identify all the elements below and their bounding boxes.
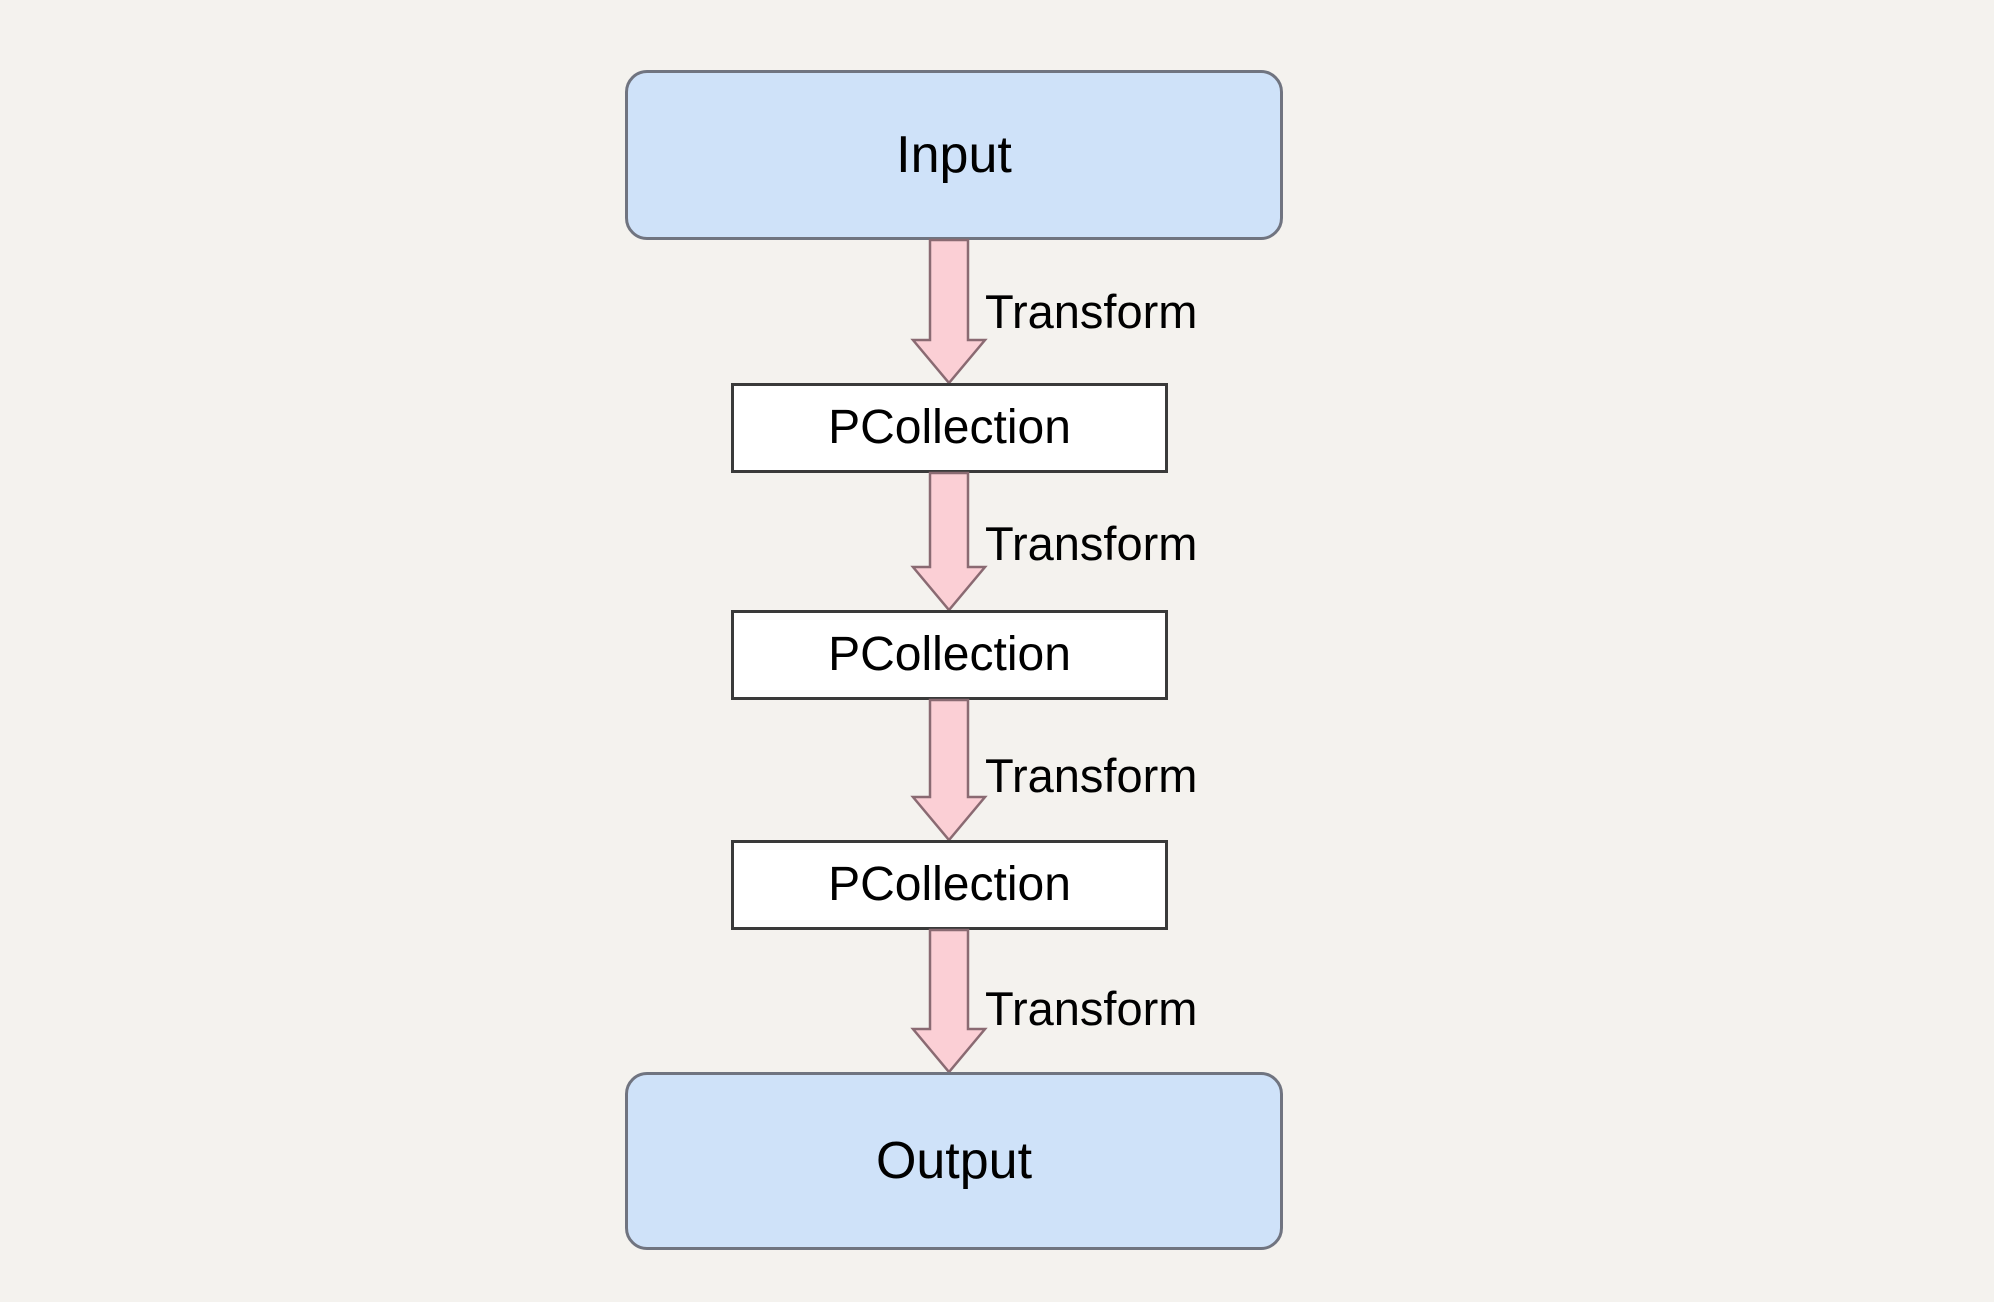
edge-label-text: Transform	[985, 982, 1198, 1035]
node-pcollection-2[interactable]: PCollection	[731, 610, 1168, 700]
edge-label-transform-2: Transform	[985, 520, 1197, 567]
edge-label-text: Transform	[985, 285, 1198, 338]
node-pcollection-3-label: PCollection	[828, 858, 1071, 911]
edge-label-transform-4: Transform	[985, 985, 1197, 1032]
edge-label-transform-3: Transform	[985, 752, 1197, 799]
node-pcollection-3[interactable]: PCollection	[731, 840, 1168, 930]
node-pcollection-1-label: PCollection	[828, 401, 1071, 454]
edge-label-transform-1: Transform	[985, 288, 1197, 335]
node-pcollection-1[interactable]: PCollection	[731, 383, 1168, 473]
arrow-pcollection-2-to-pcollection-3	[910, 698, 988, 842]
node-input[interactable]: Input	[625, 70, 1283, 240]
arrow-input-to-pcollection-1	[910, 238, 988, 385]
node-output-label: Output	[875, 1132, 1033, 1190]
node-input-label: Input	[896, 126, 1012, 184]
arrow-pcollection-1-to-pcollection-2	[910, 471, 988, 612]
node-output[interactable]: Output	[625, 1072, 1283, 1250]
edge-label-text: Transform	[985, 517, 1198, 570]
arrow-pcollection-3-to-output	[910, 928, 988, 1074]
node-pcollection-2-label: PCollection	[828, 628, 1071, 681]
edge-label-text: Transform	[985, 749, 1198, 802]
